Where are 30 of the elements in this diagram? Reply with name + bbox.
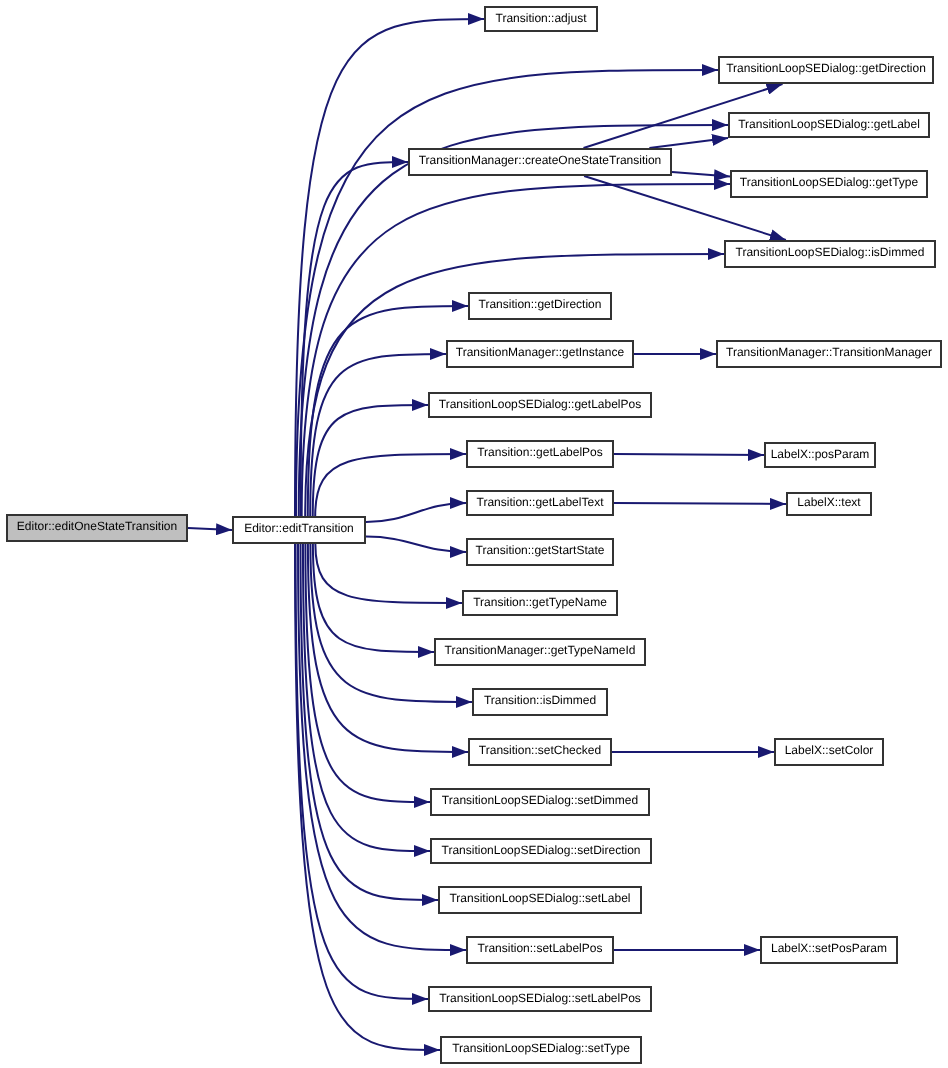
call-arrow	[671, 169, 731, 182]
call-arrow	[583, 175, 787, 241]
call-arrow	[611, 746, 775, 758]
call-arrow	[309, 543, 473, 708]
call-arrow	[613, 944, 761, 956]
call-arrow	[304, 543, 431, 808]
call-arrow	[648, 134, 729, 149]
call-arrow	[301, 543, 431, 857]
call-arrow	[365, 497, 467, 523]
call-arrow	[311, 543, 435, 658]
call-arrow	[582, 83, 784, 149]
call-arrow	[294, 543, 429, 1005]
call-arrow	[294, 543, 441, 1056]
call-arrow	[304, 248, 725, 517]
call-arrow	[314, 448, 467, 517]
call-arrow	[613, 497, 787, 510]
call-arrow	[294, 13, 485, 517]
call-arrow	[311, 399, 429, 517]
call-arrow	[299, 156, 409, 517]
call-arrow	[297, 543, 467, 956]
call-arrow	[299, 543, 439, 906]
call-arrow	[613, 448, 765, 461]
call-arrow	[300, 178, 731, 517]
call-arrow	[633, 348, 717, 360]
call-arrow	[309, 348, 447, 517]
call-arrow	[187, 523, 233, 536]
call-arrow	[365, 535, 467, 558]
call-arrow	[314, 543, 463, 609]
call-arrow	[306, 300, 469, 517]
call-arrow	[306, 543, 469, 758]
